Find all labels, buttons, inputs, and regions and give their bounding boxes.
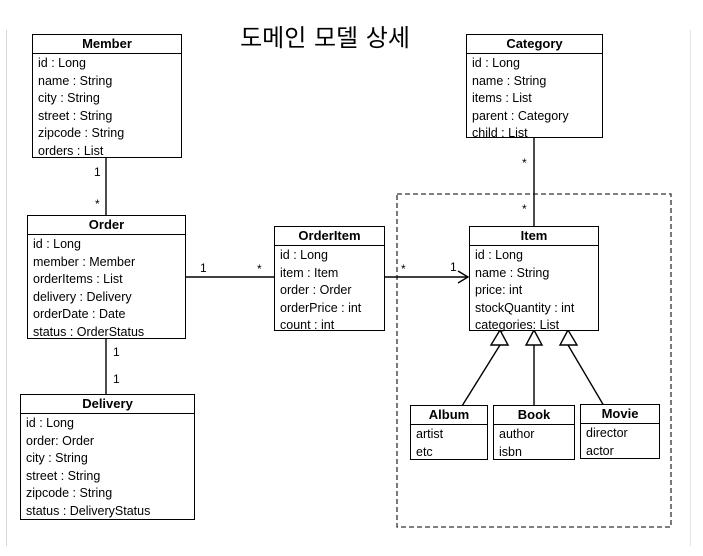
- order-class-name: Order: [28, 216, 185, 235]
- right-border-line: [690, 30, 691, 546]
- delivery-attr: city : String: [26, 451, 88, 465]
- delivery-class-name: Delivery: [21, 395, 194, 414]
- order-attr: orderDate : Date: [33, 307, 126, 321]
- item-class-box: Item id : Long name : String price: int …: [469, 226, 599, 332]
- book-class-box: Book author isbn: [493, 405, 575, 460]
- album-class-name: Album: [411, 406, 487, 425]
- album-attr: artist: [416, 427, 444, 441]
- item-class-name: Item: [470, 227, 598, 246]
- delivery-attr: order: Order: [26, 433, 95, 448]
- delivery-class-box: Delivery id : Long order: Order city : S…: [20, 394, 195, 520]
- multiplicity-label: 1: [113, 372, 120, 386]
- item-attr: name : String: [475, 265, 550, 280]
- category-attr: name : String: [472, 73, 547, 88]
- book-attr: author: [499, 427, 535, 441]
- multiplicity-label: *: [257, 262, 262, 276]
- orderitem-attr: orderPrice : int: [280, 300, 362, 315]
- movie-attr: director: [586, 426, 628, 440]
- order-class-box: Order id : Long member : Member orderIte…: [27, 215, 186, 339]
- movie-class-name: Movie: [581, 405, 659, 424]
- orderitem-class-name: OrderItem: [275, 227, 384, 246]
- order-attr: status : OrderStatus: [33, 324, 145, 339]
- category-attr: items : List: [472, 91, 532, 105]
- delivery-attr: id : Long: [26, 416, 74, 430]
- member-class-box: Member id : Long name : String city : St…: [32, 34, 182, 158]
- member-attr: zipcode : String: [38, 126, 125, 140]
- orderitem-attr: count : int: [280, 318, 335, 332]
- member-attr: id : Long: [38, 56, 86, 70]
- category-attr: id : Long: [472, 56, 520, 70]
- item-attr: price: int: [475, 283, 523, 297]
- book-attr: isbn: [499, 444, 522, 459]
- orderitem-attr: item : Item: [280, 265, 339, 280]
- order-attr: delivery : Delivery: [33, 289, 132, 304]
- album-generalization-triangle: [489, 328, 510, 346]
- movie-attr: actor: [586, 443, 614, 458]
- category-class-box: Category id : Long name : String items :…: [466, 34, 603, 140]
- member-attr: street : String: [38, 108, 113, 123]
- item-attr: stockQuantity : int: [475, 300, 575, 315]
- diagram-title: 도메인 모델 상세: [240, 24, 410, 52]
- movie-class-box: Movie director actor: [580, 404, 660, 459]
- category-attr: parent : Category: [472, 108, 569, 123]
- album-inheritance-line: [461, 344, 501, 407]
- category-attr: child : List: [472, 126, 528, 140]
- item-attr: categories: List: [475, 318, 560, 332]
- album-attr: etc: [416, 444, 433, 459]
- movie-inheritance-line: [567, 344, 605, 407]
- multiplicity-label: *: [522, 202, 527, 216]
- member-class-name: Member: [33, 35, 181, 54]
- item-attr: id : Long: [475, 248, 523, 262]
- orderitem-attr: id : Long: [280, 248, 328, 262]
- multiplicity-label: *: [401, 262, 406, 276]
- category-class-name: Category: [467, 35, 602, 54]
- delivery-attr: status : DeliveryStatus: [26, 503, 151, 518]
- multiplicity-label: *: [95, 197, 100, 211]
- member-attr: orders : List: [38, 143, 104, 158]
- delivery-attr: street : String: [26, 468, 101, 483]
- order-attr: orderItems : List: [33, 272, 123, 286]
- delivery-attr: zipcode : String: [26, 486, 113, 500]
- left-border-line: [6, 30, 7, 546]
- multiplicity-label: *: [522, 156, 527, 170]
- multiplicity-label: 1: [113, 345, 120, 359]
- multiplicity-label: 1: [450, 260, 457, 274]
- multiplicity-label: 1: [200, 261, 207, 275]
- order-attr: member : Member: [33, 254, 136, 269]
- orderitem-item-arrowhead: [457, 270, 470, 284]
- order-attr: id : Long: [33, 237, 81, 251]
- album-class-box: Album artist etc: [410, 405, 488, 460]
- orderitem-attr: order : Order: [280, 283, 352, 297]
- movie-generalization-triangle: [558, 328, 579, 346]
- orderitem-class-box: OrderItem id : Long item : Item order : …: [274, 226, 385, 332]
- multiplicity-label: 1: [94, 165, 101, 179]
- book-generalization-triangle: [524, 328, 544, 346]
- member-attr: city : String: [38, 91, 100, 105]
- book-class-name: Book: [494, 406, 574, 425]
- member-attr: name : String: [38, 73, 113, 88]
